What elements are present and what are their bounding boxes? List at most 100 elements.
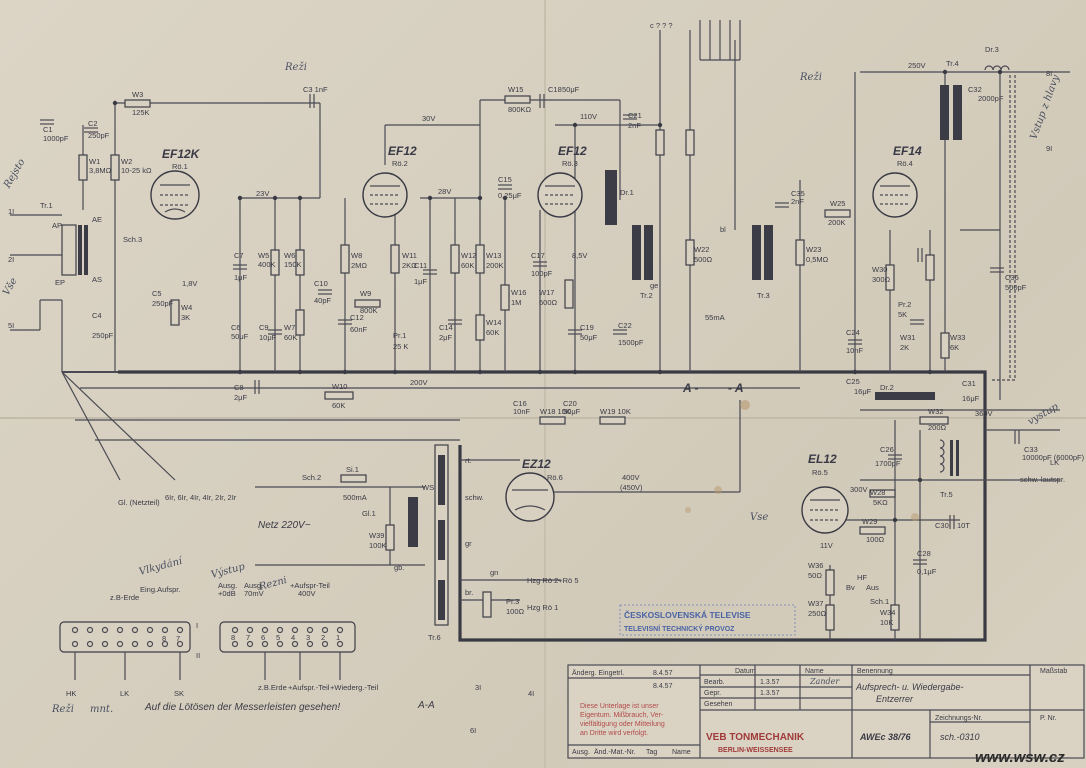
svg-text:Vstup z hlavy: Vstup z hlavy (1028, 73, 1062, 141)
svg-text:50Ω: 50Ω (808, 571, 822, 580)
tr-label: Tr.6 (428, 633, 441, 642)
svg-text:C19: C19 (580, 323, 594, 332)
svg-text:W32: W32 (928, 407, 943, 416)
section-marker: - A (728, 381, 744, 395)
svg-text:z.B-Erde: z.B-Erde (110, 593, 139, 602)
svg-text:WS: WS (422, 483, 434, 492)
transformer-tr5 (939, 439, 959, 476)
svg-text:C2: C2 (88, 119, 98, 128)
tube-label: EF14 (893, 144, 922, 158)
heater-label: Hzg Rö 1 (527, 603, 558, 612)
svg-text:1μF: 1μF (414, 277, 427, 286)
svg-text:C25: C25 (846, 377, 860, 386)
output-label: schw. lautspr. (1020, 475, 1065, 484)
pot-label: Pr.3 (506, 597, 519, 606)
transformer-tr6 (408, 444, 449, 626)
tube-label: EL12 (808, 452, 837, 466)
tr-label: Dr.1 (620, 188, 634, 197)
tube-ref: Rö.6 (547, 473, 563, 482)
tr-label: Tr.1 (40, 201, 53, 210)
svg-text:C35: C35 (791, 189, 805, 198)
svg-text:C36: C36 (1005, 273, 1019, 282)
section-marker: A - (682, 381, 699, 395)
tube-rö3 (537, 172, 583, 218)
svg-text:W1: W1 (89, 157, 100, 166)
svg-text:(450V): (450V) (620, 483, 643, 492)
switch-label: Sch.1 (870, 597, 889, 606)
svg-text:2nF: 2nF (791, 197, 804, 206)
svg-text:1000pF: 1000pF (43, 134, 69, 143)
top-label: c ? ? ? (650, 21, 673, 30)
svg-text:100Ω: 100Ω (866, 535, 885, 544)
svg-text:LK: LK (120, 689, 129, 698)
tube-rö4 (872, 172, 918, 218)
svg-text:gn: gn (490, 568, 498, 577)
svg-text:250pF: 250pF (152, 299, 174, 308)
tube-label: EF12 (388, 144, 417, 158)
svg-text:W22: W22 (694, 245, 709, 254)
svg-text:Ausg.: Ausg. (572, 749, 590, 756)
svg-text:bl: bl (720, 225, 726, 234)
svg-text:W16: W16 (511, 288, 526, 297)
svg-text:10000pF (6000pF): 10000pF (6000pF) (1022, 453, 1085, 462)
svg-text:C14: C14 (439, 323, 453, 332)
svg-text:+0dB: +0dB (218, 589, 236, 598)
lamp-label: Gl.1 (362, 509, 376, 518)
fuse-label: Si.1 (346, 465, 359, 474)
svg-text:AP: AP (52, 221, 62, 230)
svg-text:1M: 1M (511, 298, 521, 307)
svg-text:250Ω: 250Ω (808, 609, 827, 618)
svg-text:Bearb.: Bearb. (704, 679, 725, 686)
svg-text:C24: C24 (846, 328, 860, 337)
tube-rö1 (150, 170, 200, 220)
svg-text:Ausg.: Ausg. (218, 581, 237, 590)
svg-text:500Ω: 500Ω (694, 255, 713, 264)
svg-text:6: 6 (261, 633, 265, 642)
svg-text:+Aufspr.-Teil: +Aufspr.-Teil (288, 683, 330, 692)
tube-ref: Rö.1 (172, 162, 188, 171)
svg-text:60nF: 60nF (350, 325, 368, 334)
svg-text:br.: br. (465, 588, 473, 597)
ownership-notice: Diese Unterlage ist unser Eigentum. Mißb… (580, 703, 665, 737)
svg-text:W9: W9 (360, 289, 371, 298)
svg-text:50μF: 50μF (231, 332, 249, 341)
svg-text:1μF: 1μF (234, 273, 247, 282)
svg-text:W12: W12 (461, 251, 476, 260)
svg-text:Vše: Vše (1, 276, 20, 297)
svg-text:Maßstab: Maßstab (1040, 668, 1067, 675)
tube-ref: Rö.3 (562, 159, 578, 168)
svg-text:C5: C5 (152, 289, 162, 298)
svg-text:W10: W10 (332, 382, 347, 391)
svg-text:W19 10K: W19 10K (600, 407, 631, 416)
svg-text:C7: C7 (234, 251, 244, 260)
tr-label: Tr.4 (946, 59, 959, 68)
svg-text:7: 7 (246, 633, 250, 642)
tube-ref: Rö.2 (392, 159, 408, 168)
switch-pos: HF (857, 573, 867, 582)
svg-text:sch.-0310: sch.-0310 (940, 732, 980, 742)
svg-text:VEB TONMECHANIK: VEB TONMECHANIK (706, 732, 805, 743)
svg-text:0,1μF: 0,1μF (917, 567, 937, 576)
svg-text:C16: C16 (513, 399, 527, 408)
svg-text:+Wiederg.-Teil: +Wiederg.-Teil (330, 683, 378, 692)
svg-text:10-25 kΩ: 10-25 kΩ (121, 166, 152, 175)
connector-labels: z.B-Erde Eing.Aufspr. 8 7 HK LK SK Ausg.… (66, 581, 378, 713)
connector-left (59, 621, 191, 680)
svg-text:Rezni: Rezni (257, 575, 288, 593)
svg-text:W14: W14 (486, 318, 501, 327)
pot-label: Pr.1 (393, 331, 406, 340)
svg-text:W4: W4 (181, 303, 192, 312)
svg-text:10T: 10T (957, 521, 970, 530)
svg-text:40pF: 40pF (314, 296, 332, 305)
stain (714, 486, 722, 494)
svg-text:W5: W5 (258, 251, 269, 260)
svg-text:C3 1nF: C3 1nF (303, 85, 328, 94)
svg-text:C8: C8 (234, 383, 244, 392)
svg-text:C26: C26 (880, 445, 894, 454)
ground-label: Gl. (Netzteil) (118, 498, 160, 507)
terminal: 4I (528, 689, 534, 698)
svg-text:W11: W11 (402, 251, 417, 260)
svg-text:5KΩ: 5KΩ (873, 498, 888, 507)
tube-label: EZ12 (522, 457, 551, 471)
resistors (78, 95, 950, 631)
